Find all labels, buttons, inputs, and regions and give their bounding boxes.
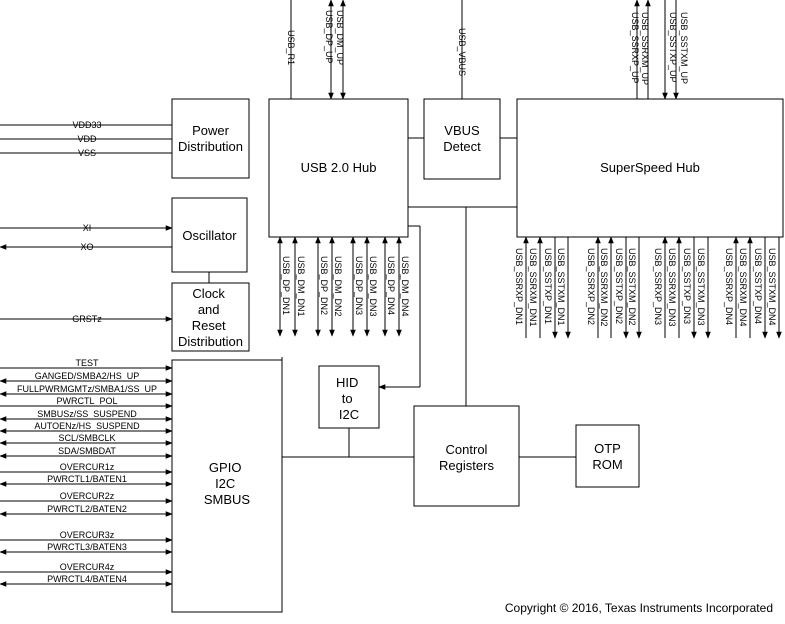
gpio-signal-label: PWRCTL_POL xyxy=(56,396,117,406)
signal-usb-sstxp-up: USB_SSTXP_UP xyxy=(668,12,678,83)
signal-usb-sstxm-up: USB_SSTXM_UP xyxy=(679,12,689,84)
clock-signals: XI XO GRSTz xyxy=(0,223,173,324)
gpio-signal-label: PWRCTL3/BATEN3 xyxy=(47,542,127,552)
gpio-signal-label: SCL/SMBCLK xyxy=(58,433,115,443)
usb2-hub-block: USB 2.0 Hub xyxy=(268,98,409,238)
gpio-signal-label: PWRCTL2/BATEN2 xyxy=(47,504,127,514)
ss-down-label: USB_SSTXM_DN1 xyxy=(556,248,566,326)
ss-down-label: USB_SSTXM_DN4 xyxy=(767,248,777,326)
gpio-signals: TEST GANGED/SMBA2/HS_UP FULLPWRMGMTz/SMBA1… xyxy=(0,358,173,587)
usb2-downstream-signals: USB_DP_DN1 USB_DM_DN1 USB_DP_DN2 USB_DM_DN2… xyxy=(277,236,410,337)
gpio-signal-label: SMBUSz/SS_SUSPEND xyxy=(37,409,137,419)
superspeed-hub-block: SuperSpeed Hub xyxy=(516,98,784,238)
usb2-down-label: USB_DM_DN2 xyxy=(333,256,343,317)
gpio-signal-label: PWRCTL1/BATEN1 xyxy=(47,474,127,484)
ss-down-label: USB_SSRXP_DN4 xyxy=(724,248,734,325)
usb2-down-label: USB_DM_DN4 xyxy=(400,256,410,317)
gpio-signal-label: FULLPWRMGMTz/SMBA1/SS_UP xyxy=(17,384,157,394)
gpio-signal-label: OVERCUR1z xyxy=(60,462,115,472)
gpio-i2c-smbus-block: GPIO I2C SMBUS xyxy=(171,359,283,613)
gpio-signal-label: AUTOENz/HS_SUSPEND xyxy=(34,421,140,431)
gpio-signal-label: PWRCTL4/BATEN4 xyxy=(47,574,127,584)
ss-down-label: USB_SSTXM_DN2 xyxy=(627,248,637,326)
usb2-down-label: USB_DP_DN2 xyxy=(319,256,329,315)
signal-xi: XI xyxy=(83,223,92,233)
oscillator-block: Oscillator xyxy=(171,197,248,273)
gpio-signal-label: OVERCUR3z xyxy=(60,530,115,540)
gpio-signal-label: OVERCUR2z xyxy=(60,491,115,501)
ss-down-label: USB_SSRXM_DN1 xyxy=(528,248,538,327)
internal-connections xyxy=(208,137,576,458)
usb2-down-label: USB_DP_DN3 xyxy=(354,256,364,315)
signal-usb-vbus: USB_VBUS xyxy=(457,28,467,76)
ss-down-label: USB_SSRXP_DN3 xyxy=(653,248,663,325)
top-signals: USB_R1 USB_DM_UP USB_DP_UP USB_VBUS USB_… xyxy=(286,0,689,100)
power-signals: VDD33 VDD VSS xyxy=(0,120,172,158)
gpio-signal-label: SDA/SMBDAT xyxy=(58,446,116,456)
ss-down-label: USB_SSTXP_DN4 xyxy=(753,248,763,324)
signal-usb-r1: USB_R1 xyxy=(286,30,296,65)
ss-down-label: USB_SSRXM_DN4 xyxy=(738,248,748,327)
clock-reset-block: Clock and Reset Distribution xyxy=(171,282,250,352)
ss-down-label: USB_SSTXP_DN1 xyxy=(543,248,553,324)
ss-down-label: USB_SSRXP_DN1 xyxy=(514,248,524,325)
ss-down-label: USB_SSTXM_DN3 xyxy=(696,248,706,326)
usb2-down-label: USB_DP_DN4 xyxy=(386,256,396,315)
copyright-text: Copyright © 2016, Texas Instruments Inco… xyxy=(505,601,773,615)
svg-text:SuperSpeed Hub: SuperSpeed Hub xyxy=(600,160,700,175)
usb2-down-label: USB_DM_DN1 xyxy=(296,256,306,317)
ss-down-label: USB_SSRXM_DN3 xyxy=(667,248,677,327)
usb2-down-label: USB_DM_DN3 xyxy=(368,256,378,317)
gpio-signal-label: OVERCUR4z xyxy=(60,562,115,572)
signal-usb-dm-up: USB_DM_UP xyxy=(335,10,345,65)
ss-down-label: USB_SSTXP_DN3 xyxy=(682,248,692,324)
ss-down-label: USB_SSTXP_DN2 xyxy=(614,248,624,324)
signal-grstz: GRSTz xyxy=(72,314,102,324)
signal-vdd33: VDD33 xyxy=(72,120,101,130)
svg-text:Oscillator: Oscillator xyxy=(182,228,237,243)
signal-vss: VSS xyxy=(78,148,96,158)
ss-down-label: USB_SSRXM_DN2 xyxy=(599,248,609,327)
svg-text:Clock and Reset: Clock and Reset Distribution xyxy=(178,286,243,349)
signal-usb-ssrxm-up: USB_SSRXM_UP xyxy=(640,12,650,85)
usb2-down-label: USB_DP_DN1 xyxy=(281,256,291,315)
svg-text:GPIO I2C SMBUS: GPIO I2C SMBUS xyxy=(204,460,251,507)
signal-vdd: VDD xyxy=(77,134,97,144)
gpio-signal-label: GANGED/SMBA2/HS_UP xyxy=(35,371,140,381)
svg-text:USB 2.0 Hub: USB 2.0 Hub xyxy=(301,160,377,175)
signal-usb-ssrxp-up: USB_SSRXP_UP xyxy=(630,12,640,84)
ss-down-label: USB_SSRXP_DN2 xyxy=(586,248,596,325)
signal-usb-dp-up: USB_DP_UP xyxy=(324,10,334,64)
gpio-signal-label: TEST xyxy=(75,358,99,368)
signal-xo: XO xyxy=(80,242,93,252)
svg-text:HID to I2C: HID to I2C xyxy=(336,375,362,422)
hid-to-i2c-block: HID to I2C xyxy=(318,365,380,429)
